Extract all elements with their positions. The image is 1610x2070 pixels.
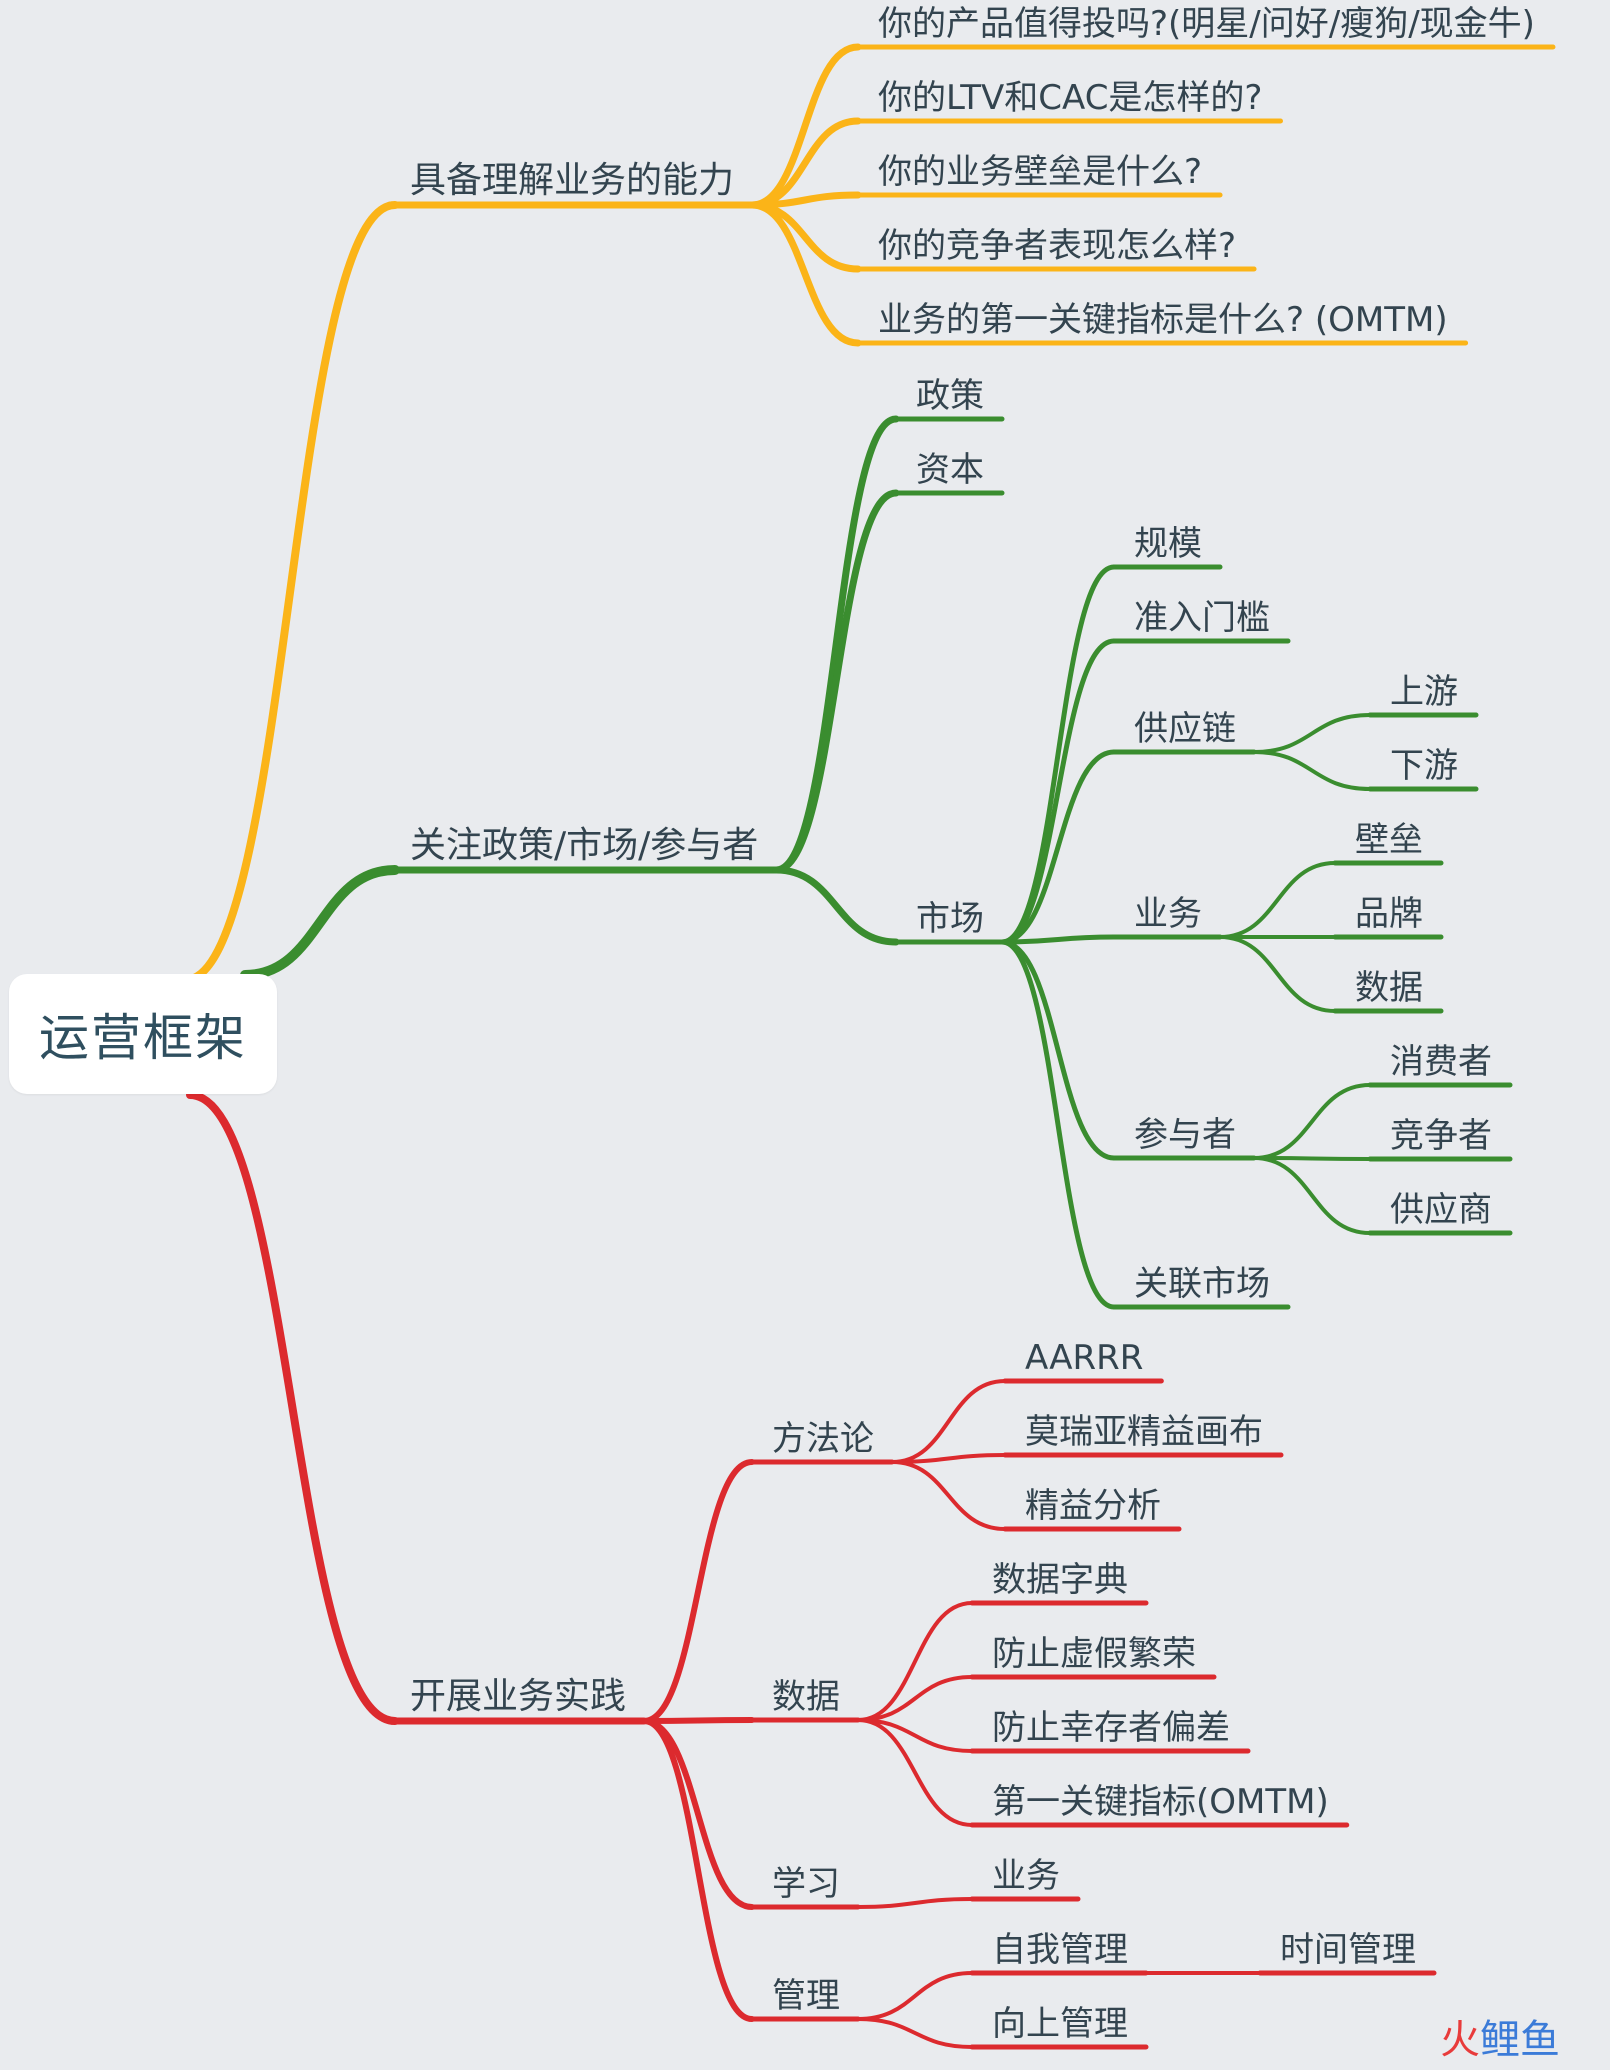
- node-suppliers[interactable]: 供应商: [1390, 1190, 1492, 1230]
- node-scale[interactable]: 规模: [1134, 524, 1202, 564]
- connector-node-market-node-participants: [999, 939, 1117, 1161]
- connector-topic-understand-business-question-competitors: [748, 201, 862, 273]
- node-downstream[interactable]: 下游: [1390, 746, 1458, 786]
- node-business[interactable]: 业务: [1134, 894, 1202, 934]
- node-participants[interactable]: 参与者: [1134, 1115, 1236, 1155]
- connector-node-business-node-moat: [1218, 861, 1337, 939]
- connector-node-supply-chain-node-upstream: [1252, 713, 1372, 754]
- node-lean-analytics[interactable]: 精益分析: [1025, 1486, 1161, 1526]
- connector-node-learning-node-learning-business: [856, 1897, 974, 1909]
- connector-node-methodology-node-lean-canvas: [890, 1453, 1007, 1464]
- node-entry-barrier[interactable]: 准入门槛: [1134, 598, 1270, 638]
- topic-business-practice[interactable]: 开展业务实践: [410, 1676, 627, 1717]
- node-learning-business[interactable]: 业务: [992, 1856, 1060, 1896]
- connector-node-market-node-scale: [999, 564, 1117, 945]
- node-lean-canvas[interactable]: 莫瑞亚精益画布: [1025, 1412, 1263, 1452]
- connector-node-market-node-related-market: [999, 939, 1117, 1310]
- node-data-asset[interactable]: 数据: [1355, 968, 1423, 1008]
- connector-root-practice: [186, 1091, 399, 1725]
- connector-topic-focus-policy-market-node-policy: [772, 415, 900, 874]
- connector-topic-focus-policy-market-node-capital: [772, 489, 900, 874]
- node-consumers[interactable]: 消费者: [1390, 1042, 1492, 1082]
- connector-node-market-node-business: [999, 934, 1117, 945]
- connector-node-market-node-entry-barrier: [999, 638, 1117, 945]
- connector-node-data-node-survivorship-bias: [856, 1718, 974, 1753]
- connector-node-data-node-omtm: [856, 1718, 974, 1827]
- watermark-part2: 鲤鱼: [1480, 2017, 1560, 2063]
- node-omtm[interactable]: 第一关键指标(OMTM): [992, 1782, 1329, 1822]
- node-upward-management[interactable]: 向上管理: [992, 2004, 1128, 2044]
- connector-node-participants-node-suppliers: [1252, 1156, 1372, 1235]
- node-data[interactable]: 数据: [772, 1677, 840, 1717]
- question-ltv-cac[interactable]: 你的LTV和CAC是怎样的?: [878, 78, 1263, 118]
- connector-node-participants-node-consumers: [1252, 1083, 1372, 1160]
- node-capital[interactable]: 资本: [916, 450, 984, 490]
- node-learning[interactable]: 学习: [772, 1864, 840, 1904]
- node-management[interactable]: 管理: [772, 1976, 840, 2016]
- root-node[interactable]: 运营框架: [9, 974, 277, 1094]
- connector-topic-understand-business-question-omtm: [748, 201, 862, 347]
- connector-node-data-node-data-dictionary: [856, 1601, 974, 1722]
- connector-root-focus: [240, 865, 400, 980]
- connector-node-management-node-self-management: [856, 1971, 974, 2021]
- node-data-dictionary[interactable]: 数据字典: [992, 1560, 1128, 1600]
- topic-focus-policy-market[interactable]: 关注政策/市场/参与者: [410, 825, 759, 866]
- watermark-part1: 火: [1440, 2017, 1480, 2063]
- connector-node-supply-chain-node-downstream: [1252, 750, 1372, 791]
- question-omtm[interactable]: 业务的第一关键指标是什么? (OMTM): [878, 300, 1448, 340]
- question-business-barrier[interactable]: 你的业务壁垒是什么?: [878, 152, 1203, 192]
- watermark-logo: 火鲤鱼: [1440, 2020, 1560, 2060]
- node-policy[interactable]: 政策: [916, 376, 984, 416]
- connector-node-data-node-false-prosperity: [856, 1675, 974, 1722]
- connector-topic-business-practice-node-data: [641, 1717, 755, 1724]
- connector-node-methodology-node-aarrr: [890, 1379, 1007, 1464]
- connector-topic-focus-policy-market-node-market: [772, 866, 900, 946]
- connector-topic-business-practice-node-management: [641, 1718, 755, 2022]
- connector-node-management-node-upward-management: [856, 2017, 974, 2049]
- question-investment-worth[interactable]: 你的产品值得投吗?(明星/问好/瘦狗/现金牛): [878, 4, 1535, 44]
- connector-topic-business-practice-node-methodology: [641, 1459, 755, 1724]
- topic-understand-business[interactable]: 具备理解业务的能力: [410, 160, 735, 201]
- connector-node-market-node-supply-chain: [999, 749, 1117, 945]
- node-brand[interactable]: 品牌: [1355, 894, 1423, 934]
- node-time-management[interactable]: 时间管理: [1280, 1930, 1416, 1970]
- question-competitors[interactable]: 你的竞争者表现怎么样?: [878, 226, 1237, 266]
- node-supply-chain[interactable]: 供应链: [1134, 709, 1236, 749]
- node-self-management[interactable]: 自我管理: [992, 1930, 1128, 1970]
- connector-root-understand: [181, 201, 399, 984]
- node-competitors[interactable]: 竞争者: [1390, 1116, 1492, 1156]
- root-label: 运营框架: [39, 1009, 247, 1067]
- node-aarrr[interactable]: AARRR: [1025, 1338, 1144, 1378]
- node-upstream[interactable]: 上游: [1390, 672, 1458, 712]
- connector-node-business-node-data-asset: [1218, 935, 1337, 1013]
- node-survivorship-bias[interactable]: 防止幸存者偏差: [992, 1708, 1230, 1748]
- connector-node-participants-node-competitors: [1252, 1156, 1372, 1161]
- node-market[interactable]: 市场: [916, 899, 984, 939]
- node-moat[interactable]: 壁垒: [1355, 820, 1423, 860]
- node-related-market[interactable]: 关联市场: [1134, 1264, 1270, 1304]
- connector-node-methodology-node-lean-analytics: [890, 1460, 1007, 1531]
- node-false-prosperity[interactable]: 防止虚假繁荣: [992, 1634, 1196, 1674]
- node-methodology[interactable]: 方法论: [772, 1419, 874, 1459]
